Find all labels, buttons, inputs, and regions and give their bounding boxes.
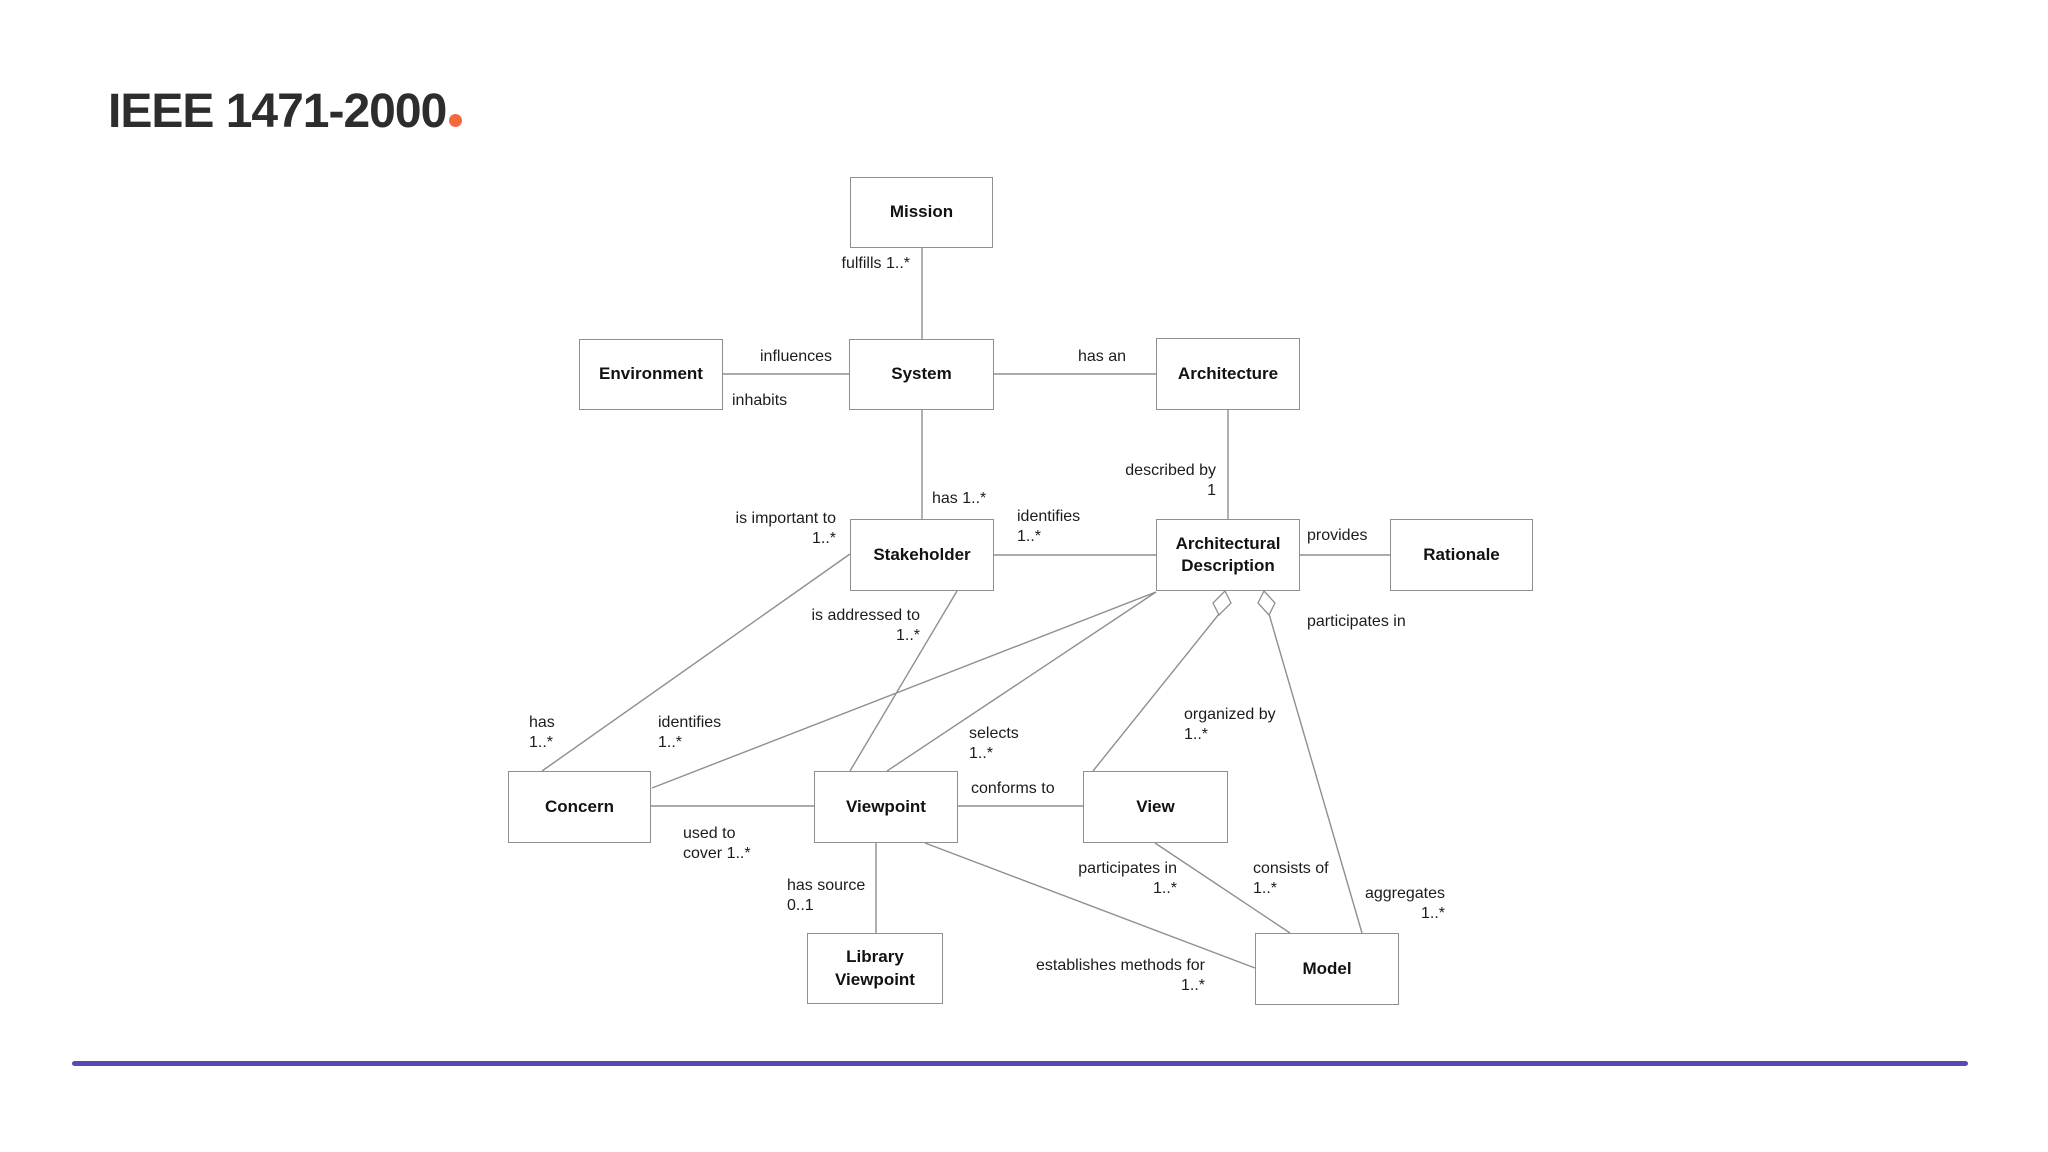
box-environment-label: Environment — [599, 364, 703, 384]
box-architectural-description: Architectural Description — [1156, 519, 1300, 591]
edge-label-consists-of: consists of 1..* — [1253, 860, 1329, 897]
edge-label-participates-in-view: participates in 1..* — [1078, 860, 1177, 897]
edge-label-is-important-to: is important to 1..* — [735, 510, 836, 547]
edge-ad-model — [1268, 613, 1363, 934]
edge-label-fulfills: fulfills 1..* — [841, 255, 910, 272]
box-view-label: View — [1136, 796, 1175, 816]
edge-label-identifies-concern: identifies 1..* — [658, 714, 722, 751]
box-rationale-label: Rationale — [1423, 544, 1500, 564]
edge-viewpoint-model — [924, 842, 1256, 969]
edge-label-is-addressed-to: is addressed to 1..* — [811, 607, 920, 644]
edge-ad-view — [1092, 613, 1220, 772]
edge-label-used-to-cover: used to cover 1..* — [683, 825, 751, 862]
box-viewpoint: Viewpoint — [814, 771, 958, 843]
box-concern-label: Concern — [545, 796, 614, 816]
box-architecture: Architecture — [1156, 338, 1300, 410]
aggregation-diamond-model — [1257, 589, 1276, 617]
edge-label-has-an: has an — [1078, 348, 1127, 365]
edge-label-has-source: has source 0..1 — [787, 877, 866, 914]
edge-label-provides: provides — [1307, 527, 1368, 544]
edge-view-model — [1154, 842, 1291, 934]
box-mission-label: Mission — [889, 202, 954, 222]
box-library-viewpoint: Library Viewpoint — [807, 933, 943, 1004]
box-library-viewpoint-label: Library Viewpoint — [835, 947, 915, 989]
edge-label-participates-in-ad: participates in — [1307, 613, 1406, 630]
bottom-divider — [72, 1061, 1968, 1066]
page-title: IEEE 1471-2000. — [108, 84, 462, 139]
edge-stakeholder-concern — [541, 553, 851, 772]
box-stakeholder: Stakeholder — [850, 519, 994, 591]
edge-label-aggregates: aggregates 1..* — [1364, 885, 1445, 922]
edge-label-establishes-methods: establishes methods for 1..* — [1036, 957, 1205, 994]
edge-ad-viewpoint — [886, 591, 1157, 772]
edge-label-selects: selects 1..* — [969, 725, 1019, 762]
edge-label-described-by: described by 1 — [1125, 462, 1216, 499]
box-environment: Environment — [579, 339, 723, 410]
edge-label-inhabits: inhabits — [732, 392, 788, 409]
edge-label-conforms-to: conforms to — [971, 780, 1055, 797]
edge-ad-concern — [651, 591, 1157, 789]
box-architecture-label: Architecture — [1177, 363, 1279, 383]
edge-label-identifies-stakeholder: identifies 1..* — [1017, 508, 1081, 545]
box-system-label: System — [891, 364, 952, 384]
box-model: Model — [1255, 933, 1399, 1005]
edge-label-organized-by: organized by 1..* — [1184, 706, 1276, 743]
edge-label-has-stakeholder: has 1..* — [932, 490, 987, 507]
box-rationale: Rationale — [1390, 519, 1533, 591]
box-stakeholder-label: Stakeholder — [873, 544, 971, 564]
title-accent-dot: . — [448, 114, 462, 127]
box-model-label: Model — [1302, 958, 1352, 978]
edge-label-has-concern: has 1..* — [529, 714, 555, 751]
box-mission: Mission — [850, 177, 993, 248]
page-title-text: IEEE 1471-2000 — [108, 85, 447, 138]
box-viewpoint-label: Viewpoint — [846, 796, 926, 816]
box-concern: Concern — [508, 771, 651, 843]
box-system: System — [849, 339, 994, 410]
aggregation-diamond-view — [1212, 589, 1232, 617]
edge-stakeholder-viewpoint — [849, 590, 958, 772]
box-architectural-description-label: Architectural Description — [1175, 533, 1281, 575]
edge-label-influences: influences — [760, 348, 833, 365]
box-view: View — [1083, 771, 1228, 843]
